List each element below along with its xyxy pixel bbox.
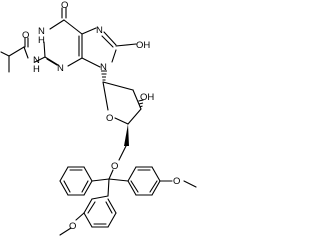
stereo-bonds	[101, 70, 144, 146]
ring-oxygen-label: O	[106, 113, 113, 124]
c8-hydroxyl-label: OH	[136, 40, 150, 51]
n7-label: N	[96, 25, 103, 36]
molecule-structure: O N H O N H N N N OH O OH O O O	[0, 0, 197, 236]
atom-labels: O N H O N H N N N OH O OH O O O	[22, 0, 180, 232]
o5-label: O	[111, 161, 118, 172]
n3-label: N	[57, 63, 64, 74]
methoxy-oxygen-right-label: O	[173, 176, 180, 187]
n9-label: N	[100, 62, 107, 73]
amide-nitrogen-label: N	[33, 55, 40, 66]
carbonyl-oxygen-label: O	[61, 0, 68, 11]
bond-lines	[0, 7, 197, 236]
c3-hydroxyl-label: OH	[140, 92, 154, 103]
amide-oxygen-label: O	[22, 30, 29, 41]
amide-hydrogen-label: H	[33, 64, 40, 75]
n1-hydrogen-label: H	[38, 35, 45, 46]
n1-label: N	[38, 26, 45, 37]
methoxy-oxygen-bottom-label: O	[69, 221, 76, 232]
